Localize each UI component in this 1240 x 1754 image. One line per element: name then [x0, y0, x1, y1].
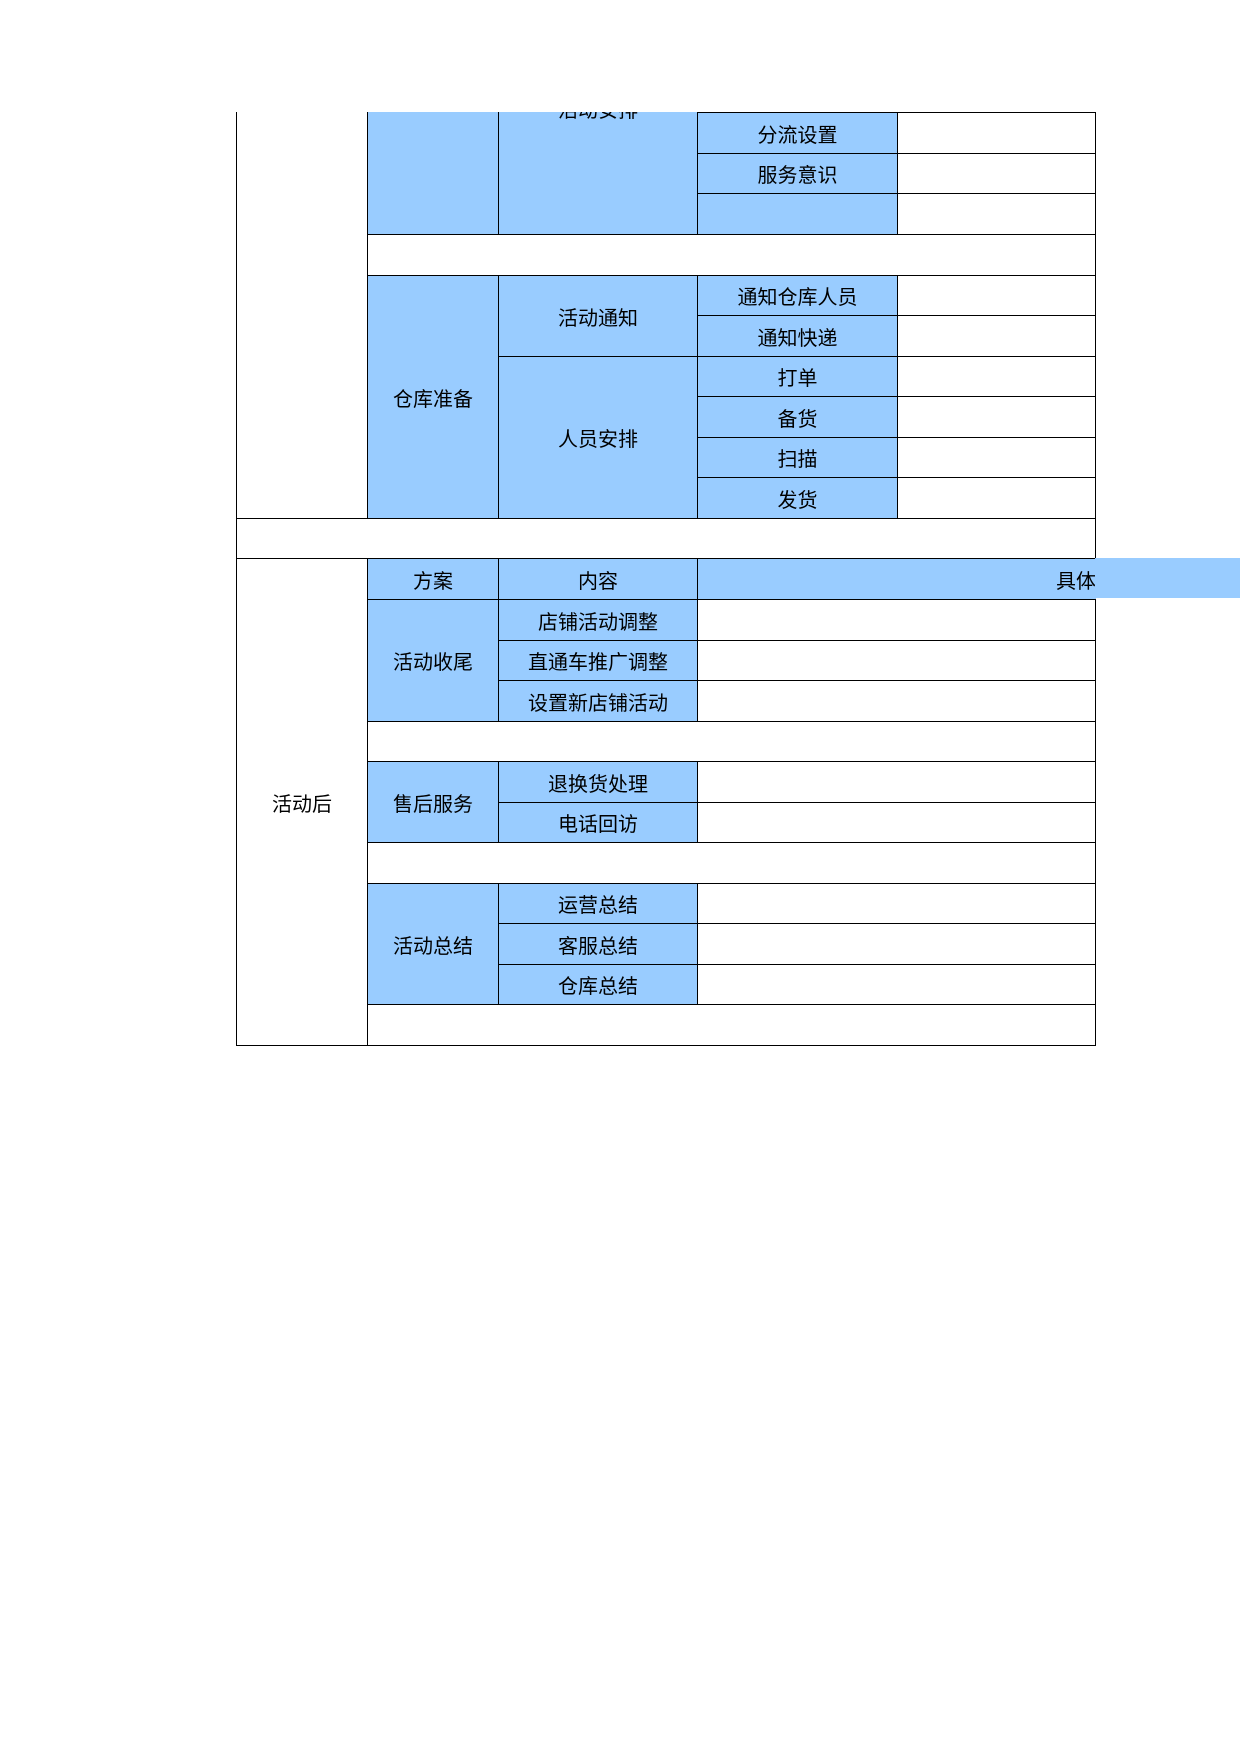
detail-item-text: 备货: [777, 406, 818, 431]
content-item-text: 退换货处理: [548, 771, 648, 796]
plan-group: 活动总结: [367, 883, 499, 1005]
detail-value[interactable]: [897, 112, 1096, 154]
detail-value[interactable]: [897, 477, 1096, 519]
content-item-text: 运营总结: [558, 893, 638, 917]
spacer-row: [367, 234, 1096, 276]
header-content: 内容: [498, 558, 698, 600]
content-item-text: 直通车推广调整: [528, 650, 668, 674]
spacer-row: [236, 518, 1096, 559]
header-plan: 方案: [367, 558, 499, 600]
plan-warehouse-prep-text: 仓库准备: [393, 386, 473, 411]
detail-item: 打单: [697, 356, 898, 397]
content-item: 仓库总结: [498, 964, 698, 1005]
stage-after: 活动后: [236, 558, 368, 1046]
content-staffing: 人员安排: [498, 356, 698, 519]
plan-group: 售后服务: [367, 761, 499, 843]
detail-item: 备货: [697, 396, 898, 438]
content-item: 直通车推广调整: [498, 640, 698, 681]
detail-value[interactable]: [897, 153, 1096, 194]
content-activity-notice: 活动通知: [498, 275, 698, 357]
detail-value[interactable]: [897, 437, 1096, 478]
header-content-text: 内容: [578, 568, 618, 593]
detail-item-text: 分流设置: [757, 122, 838, 147]
detail-item-text: 通知快递: [757, 325, 838, 350]
spacer-row: [367, 721, 1096, 762]
detail-item-text: 服务意识: [757, 163, 838, 187]
detail-item: 扫描: [697, 437, 898, 478]
content-item: 退换货处理: [498, 761, 698, 803]
detail-value[interactable]: [697, 964, 1096, 1005]
detail-item: 发货: [697, 477, 898, 519]
plan-group-text: 活动总结: [393, 933, 473, 958]
detail-item: 通知快递: [697, 315, 898, 357]
detail-item-text: 打单: [777, 366, 818, 390]
content-item-text: 设置新店铺活动: [528, 690, 668, 715]
spacer-row: [367, 842, 1096, 884]
detail-value[interactable]: [897, 396, 1096, 438]
detail-value[interactable]: [697, 761, 1096, 803]
detail-item-text: 通知仓库人员: [737, 285, 858, 309]
header-detail-text: 具体: [1056, 568, 1096, 593]
detail-item: 通知仓库人员: [697, 275, 898, 316]
plan-group-text: 活动收尾: [393, 650, 473, 674]
content-item-text: 客服总结: [558, 933, 638, 958]
content-item-text: 电话回访: [558, 812, 638, 836]
stage-after-text: 活动后: [272, 791, 332, 816]
activity-arrangement-label: 活动安排: [499, 112, 697, 123]
detail-item: 分流设置: [697, 112, 898, 154]
detail-item: [697, 193, 898, 235]
content-item: 电话回访: [498, 802, 698, 843]
content-item: 客服总结: [498, 923, 698, 965]
content-item-text: 店铺活动调整: [538, 609, 658, 634]
header-fill: [1095, 558, 1240, 598]
plan-group: 活动收尾: [367, 599, 499, 722]
content-item-text: 仓库总结: [558, 974, 638, 998]
header-plan-text: 方案: [413, 568, 453, 593]
detail-value[interactable]: [697, 599, 1096, 641]
content-item: 店铺活动调整: [498, 599, 698, 641]
plan-group-text: 售后服务: [393, 791, 473, 816]
detail-value[interactable]: [697, 680, 1096, 722]
content-item: 运营总结: [498, 883, 698, 924]
content-item: 设置新店铺活动: [498, 680, 698, 722]
detail-value[interactable]: [897, 315, 1096, 357]
content-activity-arrangement: 活动安排: [498, 112, 698, 235]
content-activity-notice-text: 活动通知: [558, 305, 638, 330]
detail-value[interactable]: [697, 640, 1096, 681]
detail-value[interactable]: [897, 193, 1096, 235]
header-detail: 具体: [697, 558, 1096, 600]
detail-value[interactable]: [897, 356, 1096, 397]
plan-cell-blank: [367, 112, 499, 235]
content-staffing-text: 人员安排: [558, 427, 638, 451]
detail-item-text: 发货: [777, 487, 818, 512]
detail-item: 服务意识: [697, 153, 898, 194]
detail-value[interactable]: [897, 275, 1096, 316]
detail-value[interactable]: [697, 923, 1096, 965]
spacer-row: [367, 1004, 1096, 1046]
stage-column-before: [236, 112, 368, 519]
detail-item-text: 扫描: [777, 447, 818, 471]
detail-value[interactable]: [697, 802, 1096, 843]
plan-warehouse-prep: 仓库准备: [367, 275, 499, 519]
detail-value[interactable]: [697, 883, 1096, 924]
